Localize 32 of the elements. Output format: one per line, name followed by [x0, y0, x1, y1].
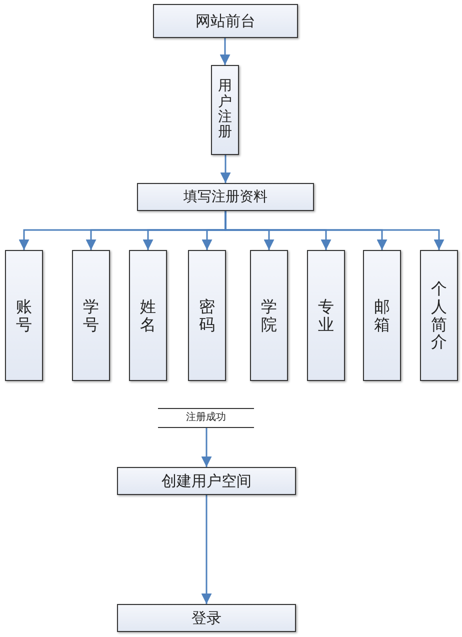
process-box	[5, 250, 43, 381]
node-label: 登录	[192, 609, 222, 627]
node-label: 学号	[83, 298, 99, 334]
process-box	[129, 250, 167, 381]
process-box	[250, 250, 288, 381]
process-box	[137, 183, 314, 211]
process-box	[307, 250, 345, 381]
node-label: 网站前台	[196, 12, 256, 30]
node-label: 姓名	[140, 298, 156, 334]
process-box	[420, 250, 458, 381]
node-label: 邮箱	[374, 298, 390, 334]
node-label: 账号	[16, 298, 32, 334]
process-box	[117, 467, 296, 495]
node-label: 个人简介	[431, 280, 447, 351]
node-label: 用户注册	[218, 79, 232, 141]
node-label: 专业	[318, 298, 334, 334]
arrow	[224, 211, 444, 250]
node-label: 创建用户空间	[162, 472, 252, 490]
node-label: 注册成功	[186, 412, 226, 424]
arrow	[201, 428, 212, 467]
arrow	[220, 155, 231, 183]
node-label: 填写注册资料	[184, 188, 268, 206]
process-box	[117, 604, 296, 632]
process-box	[188, 250, 226, 381]
node-label: 学院	[261, 298, 277, 334]
node-label: 密码	[199, 298, 215, 334]
arrow	[201, 495, 212, 604]
process-box	[211, 65, 239, 155]
process-box	[153, 4, 298, 38]
arrow	[220, 38, 230, 65]
process-box	[72, 250, 110, 381]
process-box	[363, 250, 401, 381]
